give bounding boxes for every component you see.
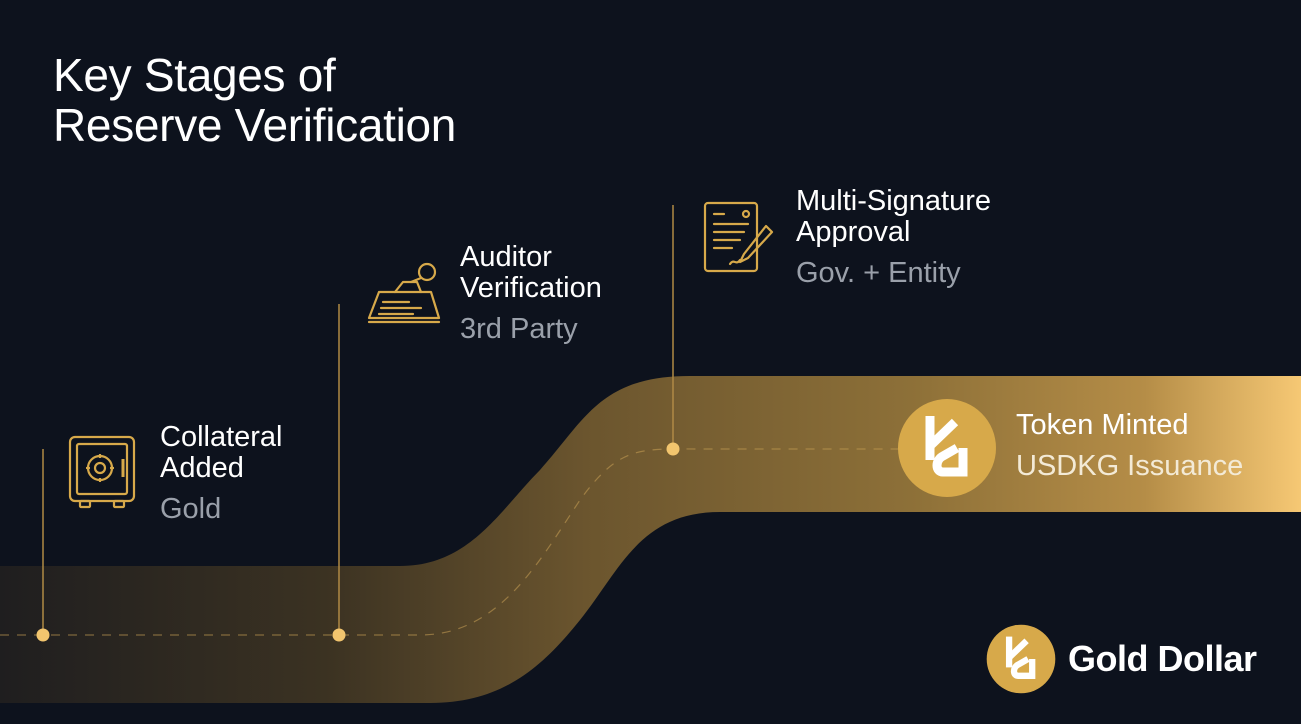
stage-name-line-2: Added bbox=[160, 452, 244, 484]
stage-multi-signature-approval: Multi-Signature Approval Gov. + Entity bbox=[796, 186, 991, 289]
usdkg-logo-icon bbox=[898, 399, 996, 497]
safe-icon bbox=[68, 435, 136, 509]
stage-auditor-verification: Auditor Verification 3rd Party bbox=[460, 242, 602, 345]
stage-name-line-1: Auditor bbox=[460, 241, 552, 273]
stage-name: Token Minted bbox=[1016, 409, 1189, 441]
stage-name-line-2: Verification bbox=[460, 272, 602, 304]
stage-name-line-1: Multi-Signature bbox=[796, 185, 992, 217]
path-center-line bbox=[0, 448, 900, 636]
stage-token-minted: Token Minted USDKG Issuance bbox=[1016, 410, 1243, 482]
stamp-icon bbox=[367, 262, 441, 324]
stage-name: Multi-Signature Approval bbox=[796, 186, 991, 248]
stage-name: Collateral Added bbox=[160, 422, 283, 484]
stage-subtitle: Gold bbox=[160, 493, 222, 525]
stage-name-line-2: Approval bbox=[796, 216, 911, 248]
milestone-dot-1 bbox=[36, 628, 50, 642]
stage-name: Auditor Verification bbox=[460, 242, 602, 304]
signed-document-icon bbox=[703, 201, 774, 273]
gold-dollar-logo bbox=[986, 624, 1056, 694]
stage-collateral-added: Collateral Added Gold bbox=[160, 422, 283, 525]
stage-name-line-1: Collateral bbox=[160, 421, 283, 453]
title-line-1: Key Stages of bbox=[53, 49, 336, 101]
milestone-dot-2 bbox=[332, 628, 346, 642]
brand-lockup: Gold Dollar bbox=[986, 624, 1257, 694]
brand-name: Gold Dollar bbox=[1068, 638, 1257, 679]
stage-subtitle: Gov. + Entity bbox=[796, 257, 961, 289]
stage-subtitle: 3rd Party bbox=[460, 313, 578, 345]
milestone-dot-3 bbox=[666, 442, 680, 456]
title-line-2: Reserve Verification bbox=[53, 99, 457, 151]
stage-subtitle: USDKG Issuance bbox=[1016, 450, 1244, 482]
page-title: Key Stages of Reserve Verification bbox=[53, 50, 456, 150]
